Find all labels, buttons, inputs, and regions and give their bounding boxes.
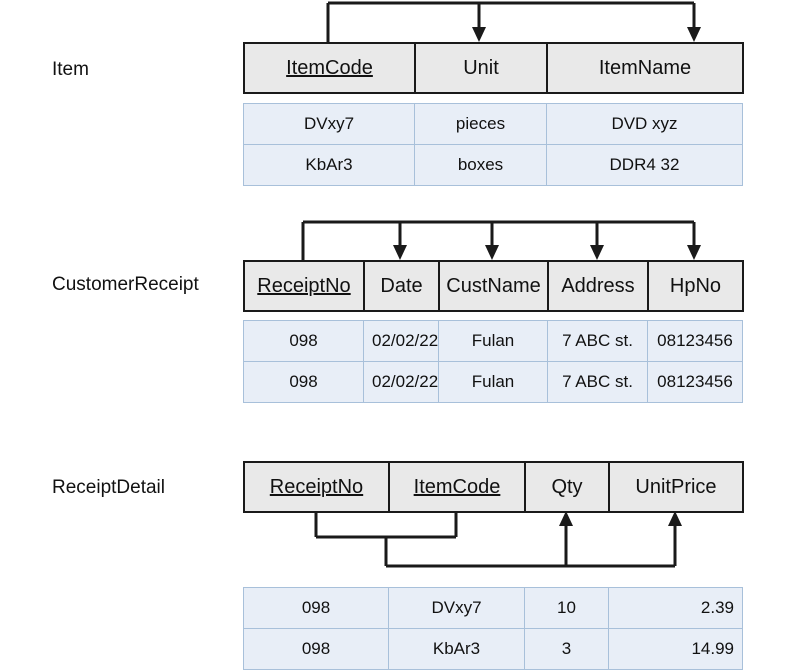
column-header-unitprice[interactable]: UnitPrice	[608, 462, 743, 512]
schema-header-row: ReceiptNo Date CustName Address HpNo	[244, 261, 743, 311]
cell-date: 02/02/22	[363, 361, 439, 403]
entity-label-receiptdetail: ReceiptDetail	[52, 477, 165, 498]
column-header-itemcode[interactable]: ItemCode	[244, 43, 416, 93]
cell-address: 7 ABC st.	[547, 320, 648, 362]
cell-unit: pieces	[414, 103, 547, 145]
schema-header-row: ItemCode Unit ItemName	[244, 43, 743, 93]
cell-receiptno: 098	[243, 587, 389, 629]
table-row: DVxy7 pieces DVD xyz	[243, 103, 743, 145]
cell-itemname: DDR4 32	[546, 144, 743, 186]
schema-table-receiptdetail: ReceiptNo ItemCode Qty UnitPrice	[243, 461, 744, 513]
schema-table-customerreceipt: ReceiptNo Date CustName Address HpNo	[243, 260, 744, 312]
cell-hpno: 08123456	[647, 361, 743, 403]
schema-header-row: ReceiptNo ItemCode Qty UnitPrice	[244, 462, 743, 512]
cell-itemname: DVD xyz	[546, 103, 743, 145]
item-arrow-unit-head	[472, 27, 486, 42]
cell-itemcode: DVxy7	[388, 587, 525, 629]
cell-date: 02/02/22	[363, 320, 439, 362]
cell-itemcode: KbAr3	[388, 628, 525, 670]
column-header-address[interactable]: Address	[547, 261, 649, 311]
cell-qty: 3	[524, 628, 609, 670]
cell-unitprice: 14.99	[608, 628, 743, 670]
cr-arrow-hpno-head	[687, 245, 701, 260]
data-table-item: DVxy7 pieces DVD xyz KbAr3 boxes DDR4 32	[243, 103, 743, 186]
receiptdetail-dependency-arrows	[314, 511, 682, 568]
rd-arrow-qty-head	[559, 511, 573, 526]
cell-receiptno: 098	[243, 361, 364, 403]
table-row: 098 02/02/22 Fulan 7 ABC st. 08123456	[243, 320, 743, 362]
column-header-itemname[interactable]: ItemName	[546, 43, 743, 93]
column-header-unit[interactable]: Unit	[414, 43, 548, 93]
column-header-receiptno[interactable]: ReceiptNo	[244, 462, 390, 512]
item-dependency-arrows	[326, 1, 701, 42]
cr-arrow-custname-head	[485, 245, 499, 260]
column-header-itemcode[interactable]: ItemCode	[388, 462, 526, 512]
table-row: KbAr3 boxes DDR4 32	[243, 144, 743, 186]
cell-qty: 10	[524, 587, 609, 629]
table-row: 098 DVxy7 10 2.39	[243, 587, 743, 629]
cell-receiptno: 098	[243, 628, 389, 670]
column-header-hpno[interactable]: HpNo	[647, 261, 743, 311]
data-table-customerreceipt: 098 02/02/22 Fulan 7 ABC st. 08123456 09…	[243, 320, 743, 403]
rd-arrow-unitprice-head	[668, 511, 682, 526]
entity-label-item: Item	[52, 59, 89, 80]
table-row: 098 02/02/22 Fulan 7 ABC st. 08123456	[243, 361, 743, 403]
column-header-date[interactable]: Date	[363, 261, 440, 311]
cr-arrow-address-head	[590, 245, 604, 260]
cell-unitprice: 2.39	[608, 587, 743, 629]
column-header-qty[interactable]: Qty	[524, 462, 610, 512]
cell-itemcode: DVxy7	[243, 103, 415, 145]
column-header-custname[interactable]: CustName	[438, 261, 549, 311]
cell-custname: Fulan	[438, 361, 548, 403]
cell-itemcode: KbAr3	[243, 144, 415, 186]
entity-label-customerreceipt: CustomerReceipt	[52, 274, 199, 295]
cell-custname: Fulan	[438, 320, 548, 362]
cell-address: 7 ABC st.	[547, 361, 648, 403]
cell-unit: boxes	[414, 144, 547, 186]
customerreceipt-dependency-arrows	[301, 220, 701, 260]
item-arrow-itemname-head	[687, 27, 701, 42]
table-row: 098 KbAr3 3 14.99	[243, 628, 743, 670]
cell-receiptno: 098	[243, 320, 364, 362]
column-header-receiptno[interactable]: ReceiptNo	[244, 261, 365, 311]
data-table-receiptdetail: 098 DVxy7 10 2.39 098 KbAr3 3 14.99	[243, 587, 743, 670]
schema-table-item: ItemCode Unit ItemName	[243, 42, 744, 94]
cell-hpno: 08123456	[647, 320, 743, 362]
cr-arrow-date-head	[393, 245, 407, 260]
